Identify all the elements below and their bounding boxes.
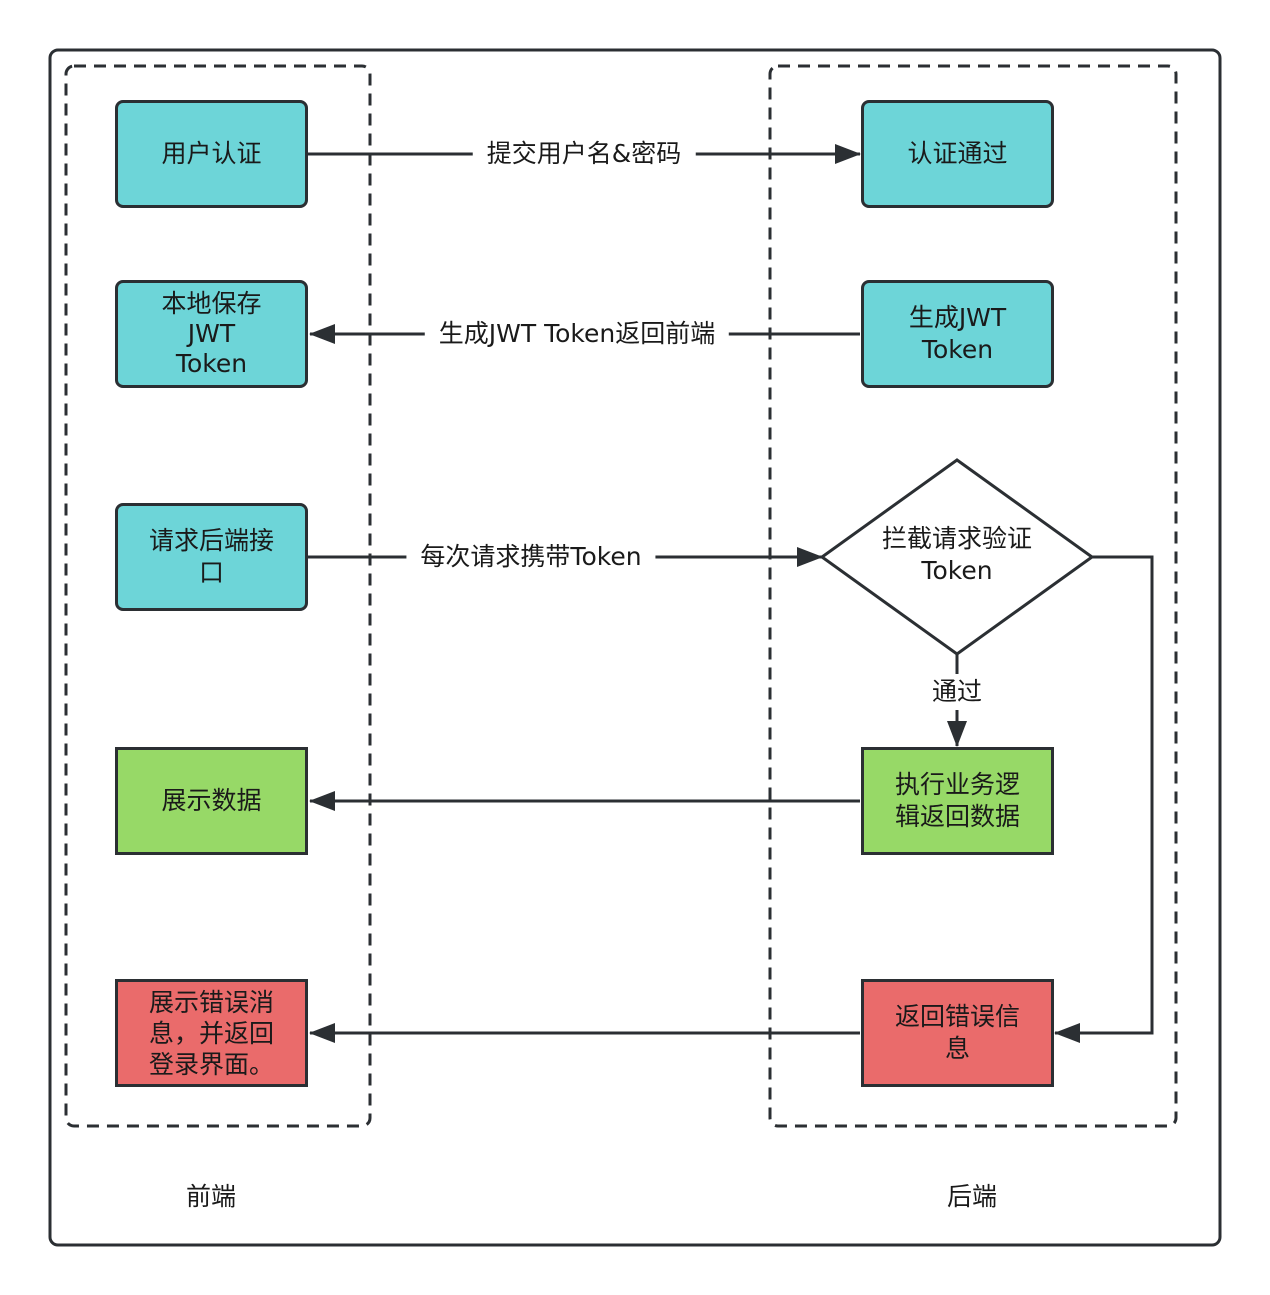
label-submit-credentials: 提交用户名&密码: [472, 138, 696, 170]
decision-diamond: [819, 458, 1095, 656]
outer-frame: [48, 48, 1222, 1247]
node-show-data: 展示数据: [115, 747, 308, 855]
node-save-token: 本地保存 JWT Token: [115, 280, 308, 388]
label-return-token: 生成JWT Token返回前端: [424, 318, 730, 350]
node-return-error: 返回错误信 息: [861, 979, 1054, 1087]
label-passed: 通过: [925, 674, 989, 710]
node-auth-passed: 认证通过: [861, 100, 1054, 208]
edge-verify-failed: [1054, 555, 1154, 1043]
node-execute-logic: 执行业务逻 辑返回数据: [861, 747, 1054, 855]
backend-lane: [768, 64, 1178, 1128]
lane-label-backend: 后端: [946, 1182, 998, 1211]
node-request-api: 请求后端接 口: [115, 503, 308, 611]
node-intercept-verify: 拦截请求验证 Token: [881, 524, 1033, 585]
label-carry-token: 每次请求携带Token: [406, 541, 656, 573]
node-generate-token: 生成JWT Token: [861, 280, 1054, 388]
node-show-error: 展示错误消 息，并返回 登录界面。: [115, 979, 308, 1087]
frontend-lane: [64, 64, 372, 1128]
node-user-auth: 用户认证: [115, 100, 308, 208]
lane-label-frontend: 前端: [185, 1182, 237, 1211]
